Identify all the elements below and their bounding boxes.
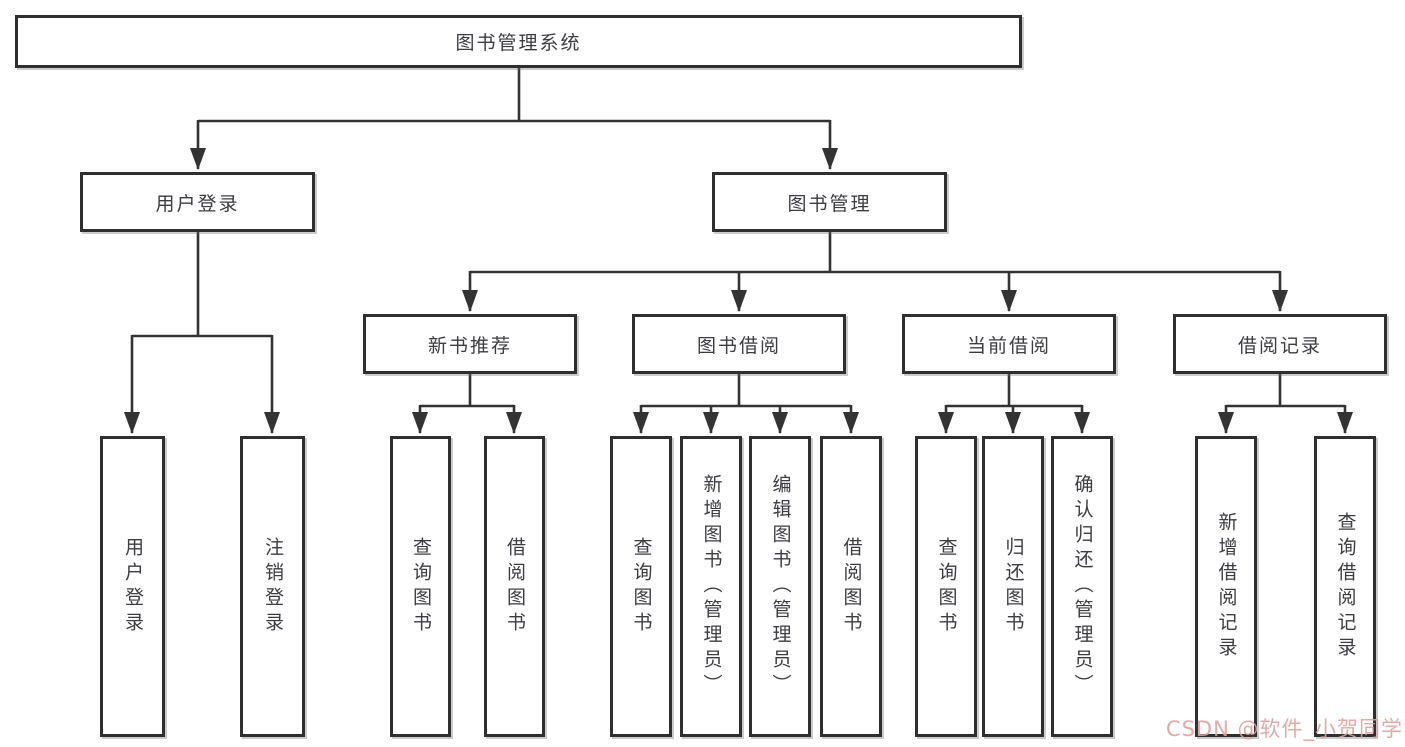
leaf-label: 新增借阅记录 (1215, 511, 1238, 662)
leaf-label: 借阅图书 (840, 536, 863, 637)
node-label: 图书借阅 (696, 334, 781, 357)
leaf-borrow-books-recommend: 借阅图书 (484, 436, 545, 737)
node-book-management: 图书管理 (712, 172, 947, 232)
leaf-logout: 注销登录 (240, 436, 305, 737)
csdn-watermark: CSDN @软件_小贺同学 (1165, 717, 1403, 741)
node-new-book-recommend: 新书推荐 (363, 314, 577, 374)
node-label: 当前借阅 (966, 334, 1051, 357)
leaf-user-login: 用户登录 (100, 436, 165, 737)
leaf-label: 用户登录 (122, 536, 144, 637)
leaf-label: 注销登录 (262, 536, 284, 637)
leaf-query-books-current: 查询图书 (915, 436, 977, 737)
leaf-confirm-return-admin: 确认归还（管理员） (1051, 436, 1113, 737)
leaf-query-books-recommend: 查询图书 (390, 436, 451, 737)
node-system-root: 图书管理系统 (15, 15, 1022, 68)
leaf-label: 查询图书 (630, 536, 653, 637)
node-borrow-records: 借阅记录 (1173, 314, 1387, 374)
node-label: 借阅记录 (1237, 334, 1322, 357)
leaf-label: 查询图书 (935, 536, 958, 637)
leaf-label: 查询借阅记录 (1334, 511, 1357, 662)
node-user-login: 用户登录 (80, 172, 315, 232)
leaf-label: 归还图书 (1002, 536, 1025, 637)
node-book-borrow: 图书借阅 (632, 314, 846, 374)
leaf-add-borrow-record: 新增借阅记录 (1195, 436, 1257, 737)
leaf-label: 编辑图书（管理员） (769, 474, 792, 699)
leaf-label: 新增图书（管理员） (700, 474, 723, 699)
node-current-borrow: 当前借阅 (902, 314, 1116, 374)
leaf-query-books-borrow: 查询图书 (610, 436, 672, 737)
node-label: 用户登录 (155, 192, 240, 215)
leaf-add-books-admin: 新增图书（管理员） (680, 436, 742, 737)
leaf-borrow-books: 借阅图书 (820, 436, 882, 737)
leaf-label: 查询图书 (410, 536, 432, 637)
leaf-label: 借阅图书 (504, 536, 526, 637)
leaf-query-borrow-record: 查询借阅记录 (1314, 436, 1376, 737)
leaf-label: 确认归还（管理员） (1071, 474, 1094, 699)
leaf-edit-books-admin: 编辑图书（管理员） (749, 436, 811, 737)
node-label: 新书推荐 (427, 334, 512, 357)
leaf-return-books: 归还图书 (982, 436, 1044, 737)
node-label: 图书管理系统 (455, 32, 582, 54)
node-label: 图书管理 (787, 192, 872, 215)
